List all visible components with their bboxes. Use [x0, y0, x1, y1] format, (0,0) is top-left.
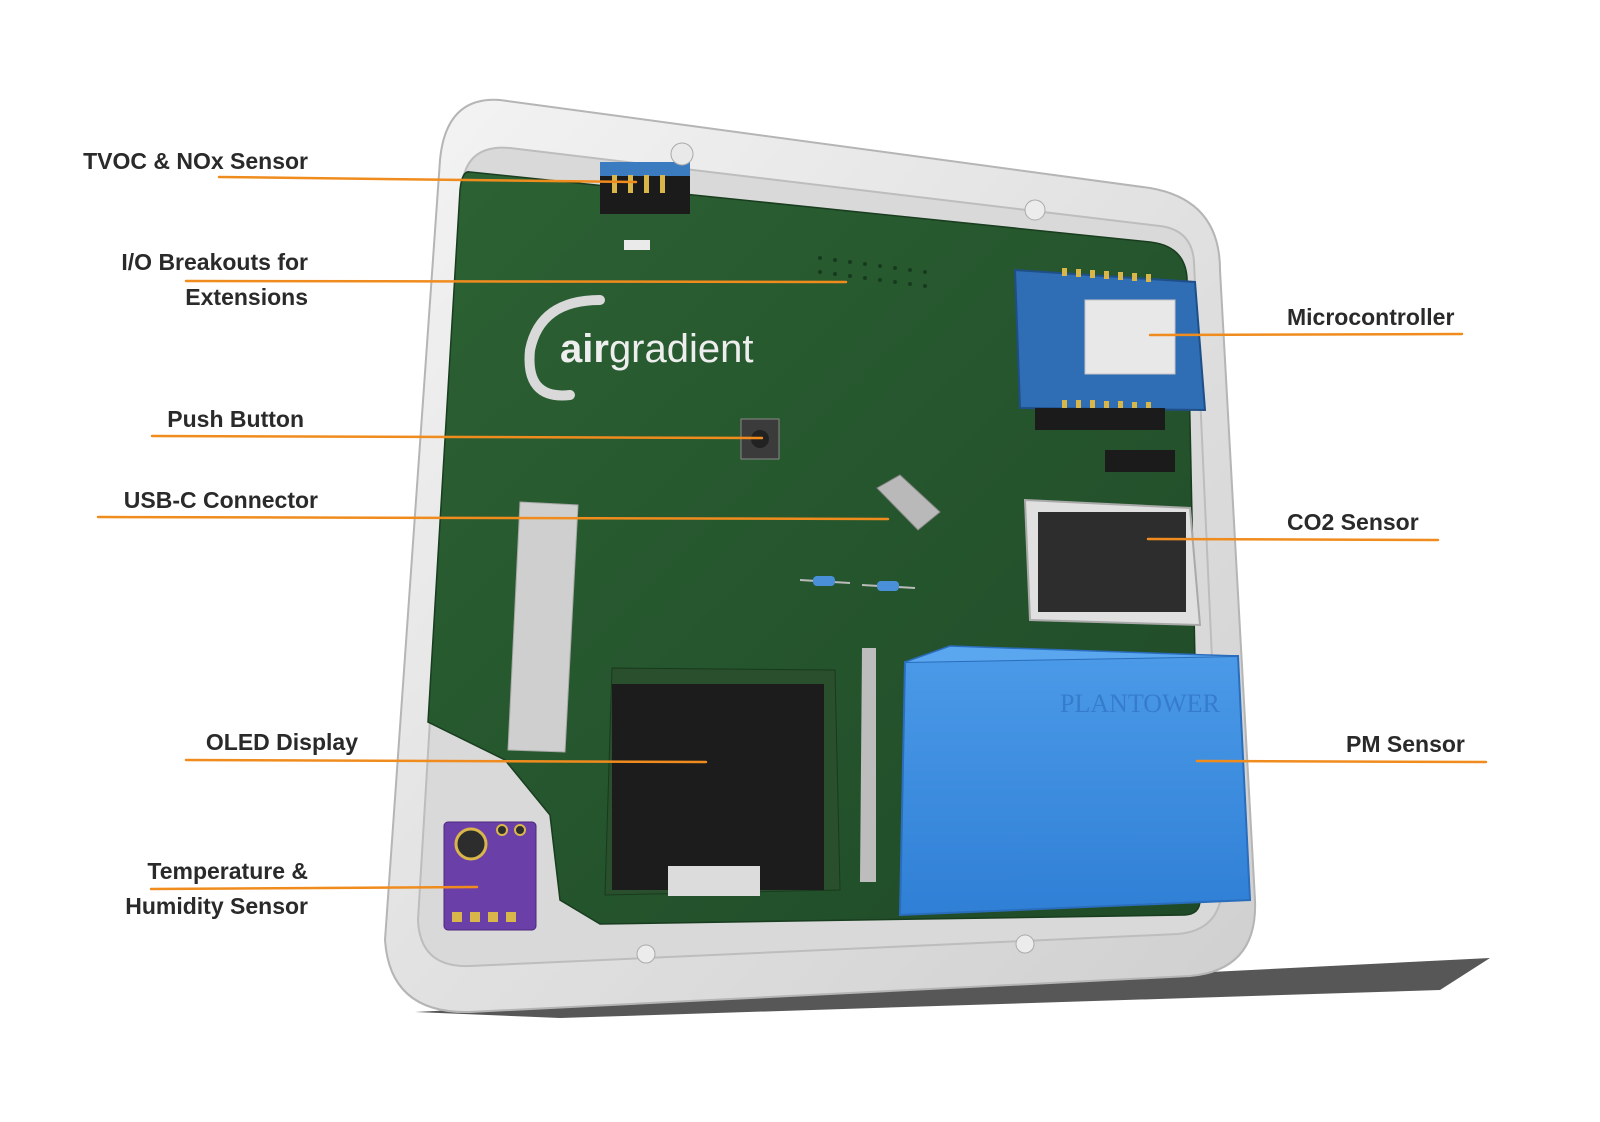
- oled-display-callout-line: [184, 758, 708, 764]
- usb-c-connector-label: USB-C Connector: [124, 483, 318, 518]
- tvoc-nox-sensor-label: TVOC & NOx Sensor: [83, 144, 308, 179]
- callout-label-line: I/O Breakouts for: [121, 249, 308, 275]
- plantower-mark: PLANTOWER: [1060, 689, 1221, 718]
- temperature-humidity-callout-line: [149, 885, 479, 891]
- callout-label-line: Push Button: [167, 406, 304, 432]
- logo-air: air: [560, 327, 609, 371]
- svg-text:airgradient: airgradient: [560, 327, 754, 371]
- microcontroller-callout-line: [1148, 332, 1464, 337]
- connector-header: [1105, 450, 1175, 472]
- pm-sensor-callout-line: [1195, 759, 1488, 764]
- microcontroller-part: [1013, 268, 1207, 430]
- airgradient-logo: airgradient: [524, 295, 754, 401]
- callout-label-line: OLED Display: [205, 729, 358, 755]
- io-breakouts-callout-line: [184, 279, 848, 284]
- temperature-humidity-sensor-part: [443, 821, 537, 931]
- board-strip: [860, 648, 876, 882]
- temperature-humidity-sensor-label: Temperature & Humidity Sensor: [125, 854, 308, 924]
- co2-sensor-part: [1023, 498, 1202, 627]
- usb-c-callout-line: [96, 515, 890, 521]
- tvoc-nox-callout-line: [217, 175, 638, 184]
- microcontroller-label: Microcontroller: [1287, 300, 1454, 335]
- oled-display-label: OLED Display: [206, 725, 358, 760]
- co2-sensor-callout-line: [1146, 537, 1440, 542]
- pm-sensor-part: PLANTOWER: [898, 645, 1252, 917]
- enclosure-clip: [1024, 199, 1046, 221]
- smd-part: [624, 240, 650, 250]
- io-breakout-holes: [818, 256, 927, 288]
- display-connector-slot: [507, 501, 579, 753]
- usb-c-connector-part: [876, 474, 941, 531]
- push-button-label: Push Button: [167, 402, 304, 437]
- logo-gradient: gradient: [609, 327, 754, 371]
- callout-lines: [96, 175, 1488, 891]
- callout-label-line: Temperature &: [147, 858, 308, 884]
- callout-label-line: Humidity Sensor: [125, 893, 308, 919]
- push-button-callout-line: [150, 434, 764, 440]
- callout-label-line: CO2 Sensor: [1287, 509, 1419, 535]
- callout-label-line: TVOC & NOx Sensor: [83, 148, 308, 174]
- resistors: [799, 576, 916, 591]
- callout-label-line: Extensions: [185, 284, 308, 310]
- enclosure-clip: [1015, 934, 1035, 954]
- tvoc-nox-sensor-part: [600, 142, 694, 214]
- callout-label-line: USB-C Connector: [123, 487, 318, 513]
- co2-sensor-label: CO2 Sensor: [1287, 505, 1419, 540]
- callout-label-line: PM Sensor: [1346, 731, 1465, 757]
- pm-sensor-label: PM Sensor: [1346, 727, 1465, 762]
- enclosure-clip: [636, 944, 656, 964]
- oled-display-part: [604, 667, 841, 896]
- callout-label-line: Microcontroller: [1287, 304, 1455, 330]
